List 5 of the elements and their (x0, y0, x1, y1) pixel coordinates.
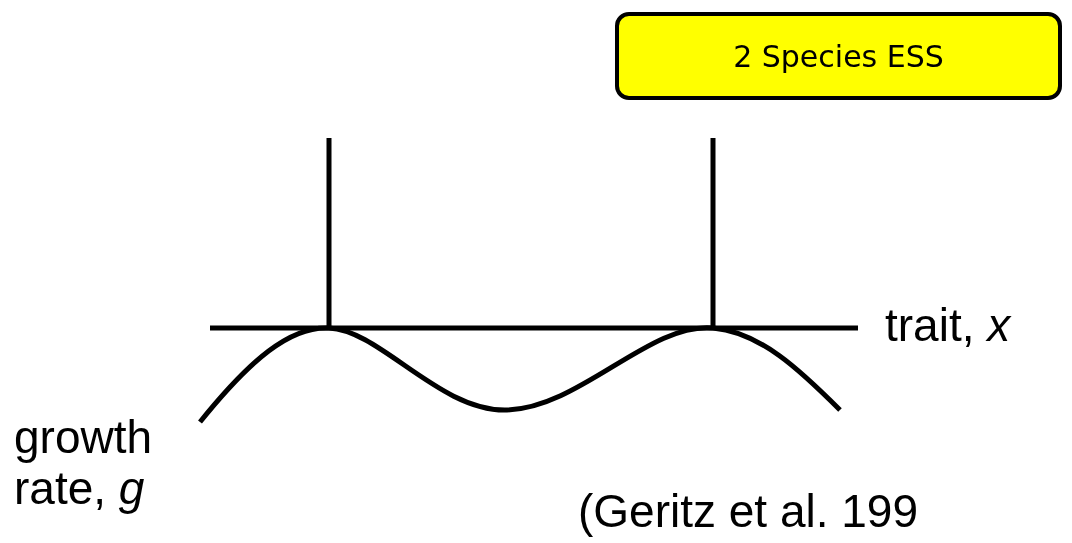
box-title: 2 Species ESS (733, 38, 944, 74)
axis-label: trait, x (885, 300, 1013, 351)
axis-label: growth rate, g (14, 412, 154, 514)
title-box (615, 12, 1062, 100)
citation-text: (Geritz et al. 199 (578, 486, 920, 537)
